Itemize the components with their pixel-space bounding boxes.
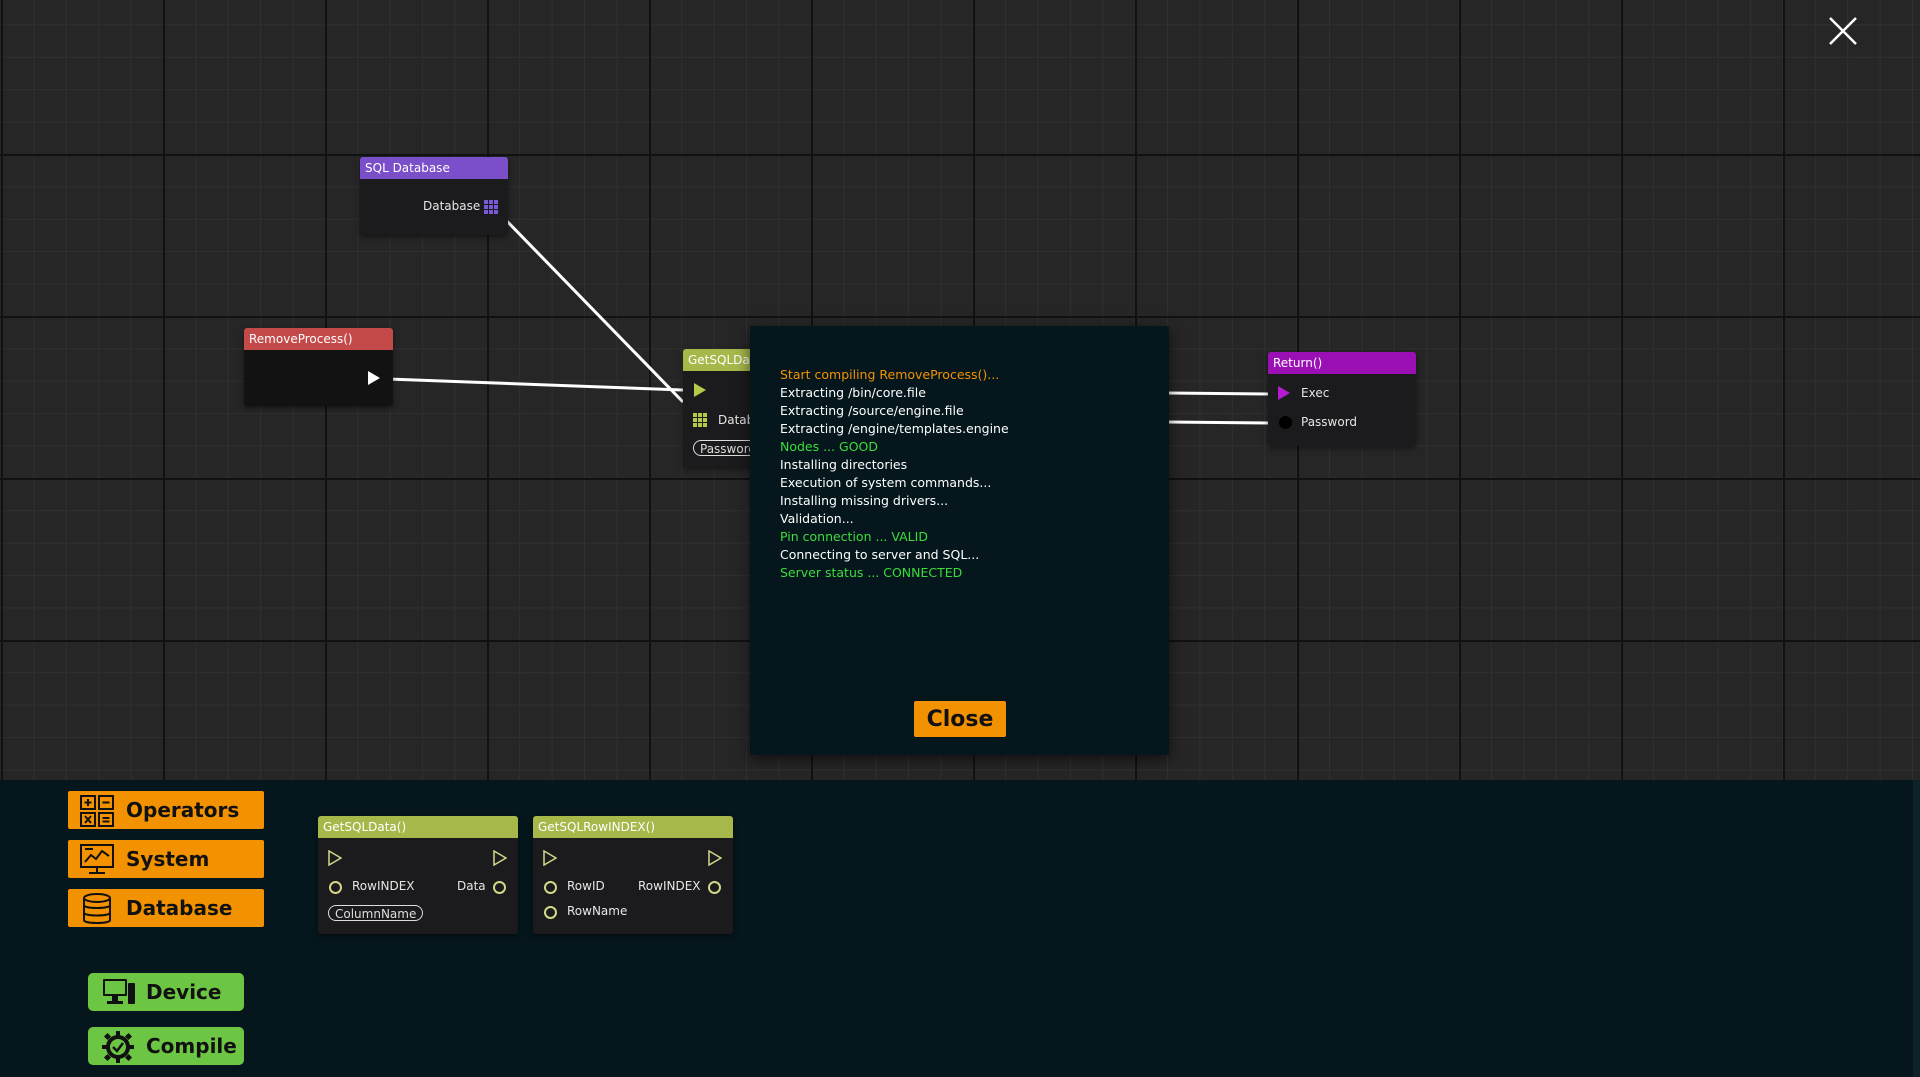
wire-exec-remove [387, 377, 684, 392]
system-button[interactable]: System [68, 840, 264, 878]
rowindex-output-pin[interactable] [708, 881, 721, 894]
wire-password-return [1167, 420, 1269, 425]
rowindex-label: RowINDEX [352, 879, 415, 893]
console-log: Start compiling RemoveProcess()... Extrac… [780, 366, 1009, 582]
rowname-input-pin[interactable] [544, 906, 557, 919]
node-get-sql-data[interactable]: GetSQLDat Datab Password [683, 349, 763, 467]
device-button[interactable]: Device [88, 973, 244, 1011]
gear-check-icon [102, 1031, 134, 1063]
node-title: SQL Database [360, 157, 508, 179]
node-sql-database[interactable]: SQL Database Database [360, 157, 508, 235]
rowid-label: RowID [567, 879, 605, 893]
exec-output-pin[interactable] [368, 371, 380, 385]
exec-input-pin[interactable] [328, 850, 342, 866]
exec-output-pin[interactable] [708, 850, 722, 866]
node-title: GetSQLData() [318, 816, 518, 838]
console-line: Execution of system commands... [780, 475, 992, 490]
console-line: Extracting /engine/templates.engine [780, 421, 1009, 436]
database-icon [83, 893, 111, 924]
close-icon[interactable] [1828, 16, 1858, 46]
compile-console-dialog: Start compiling RemoveProcess()... Extrac… [750, 326, 1169, 755]
compile-button[interactable]: Compile [88, 1027, 244, 1065]
palette-node-get-sql-row-index[interactable]: GetSQLRowINDEX() RowID RowINDEX RowName [533, 816, 733, 934]
console-line: Server status ... CONNECTED [780, 565, 963, 580]
console-line: Extracting /source/engine.file [780, 403, 964, 418]
exec-output-pin[interactable] [493, 850, 507, 866]
node-remove-process[interactable]: RemoveProcess() [244, 328, 393, 406]
console-line: Nodes ... GOOD [780, 439, 878, 454]
compile-label: Compile [146, 1034, 237, 1058]
rowname-label: RowName [567, 904, 628, 918]
grid-pin-icon[interactable] [693, 413, 707, 427]
console-line: Connecting to server and SQL... [780, 547, 980, 562]
rowindex-output-label: RowINDEX [638, 879, 701, 893]
node-title: Return() [1268, 352, 1416, 374]
operators-button[interactable]: Operators [68, 791, 264, 829]
data-output-pin[interactable] [493, 881, 506, 894]
console-line: Pin connection ... VALID [780, 529, 928, 544]
rowindex-input-pin[interactable] [329, 881, 342, 894]
database-label: Database [126, 896, 233, 920]
wire-database [496, 210, 685, 404]
node-title: RemoveProcess() [244, 328, 393, 350]
device-label: Device [146, 980, 222, 1004]
node-title: GetSQLDat [683, 349, 763, 371]
node-library-panel: Operators System Database [0, 780, 1920, 1077]
console-line: Installing directories [780, 457, 908, 472]
database-output-label: Database [423, 199, 481, 213]
column-name-field[interactable]: ColumnName [328, 905, 423, 921]
operators-label: Operators [126, 798, 240, 822]
console-line: Validation... [780, 511, 854, 526]
exec-input-pin[interactable] [694, 383, 706, 397]
calculator-icon [80, 795, 114, 827]
close-button[interactable]: Close [914, 701, 1006, 737]
console-line: Extracting /bin/core.file [780, 385, 926, 400]
exec-input-pin[interactable] [1278, 386, 1290, 400]
rowid-input-pin[interactable] [544, 881, 557, 894]
password-input-pin[interactable] [1279, 416, 1292, 429]
computer-icon [103, 979, 135, 1004]
console-line: Start compiling RemoveProcess()... [780, 367, 1000, 382]
password-label: Password [1301, 415, 1358, 429]
wire-exec-return [1167, 391, 1269, 396]
node-return[interactable]: Return() Exec Password [1268, 352, 1416, 446]
data-label: Data [457, 879, 486, 893]
node-title: GetSQLRowINDEX() [533, 816, 733, 838]
palette-node-get-sql-data[interactable]: GetSQLData() RowINDEX Data ColumnName [318, 816, 518, 934]
panel-scrollbar[interactable] [1913, 780, 1920, 1077]
monitor-chart-icon [80, 844, 114, 874]
database-input-label: Datab [718, 413, 755, 427]
exec-input-pin[interactable] [543, 850, 557, 866]
exec-label: Exec [1301, 386, 1330, 400]
system-label: System [126, 847, 210, 871]
console-line: Installing missing drivers... [780, 493, 949, 508]
grid-pin-icon[interactable] [484, 200, 498, 214]
database-button[interactable]: Database [68, 889, 264, 927]
